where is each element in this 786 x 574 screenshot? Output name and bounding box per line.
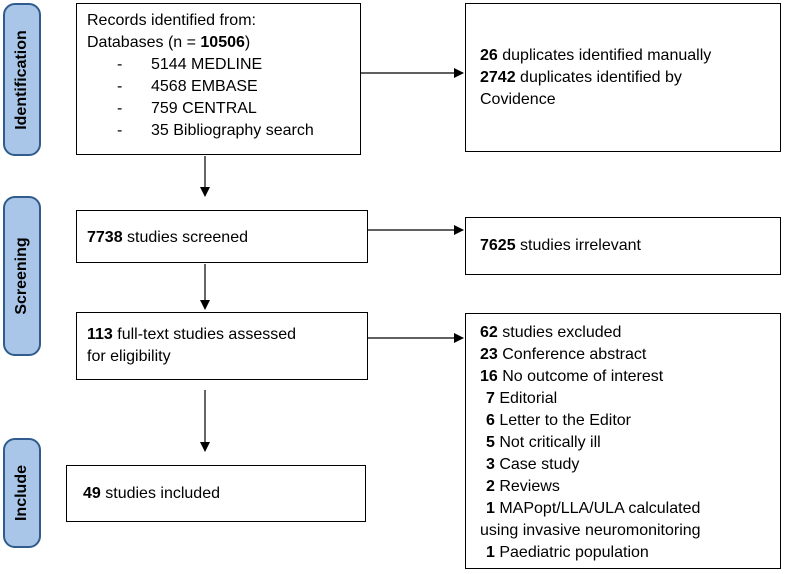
exclusion-reason: 5 Not critically ill <box>486 434 601 451</box>
studies-included-box: 49 studies included <box>66 465 366 522</box>
duplicates-covidence-cont: Covidence <box>480 91 556 108</box>
exclusion-reason: 3 Case study <box>486 456 580 473</box>
duplicates-covidence: 2742 duplicates identified by <box>480 69 682 86</box>
exclusion-reason: 1 MAPopt/LLA/ULA calculated <box>486 500 701 517</box>
studies-excluded-box: 62 studies excluded 23 Conference abstra… <box>465 313 781 569</box>
exclusion-reason: 6 Letter to the Editor <box>486 412 631 429</box>
records-identified-heading: Records identified from: <box>87 12 256 29</box>
studies-screened-text: 7738 studies screened <box>87 229 248 246</box>
phase-include-label: Include <box>3 438 41 548</box>
exclusion-reason: 1 Paediatric population <box>486 544 649 561</box>
fulltext-assessed-box: 113 full-text studies assessed for eligi… <box>76 312 368 380</box>
duplicates-box: 26 duplicates identified manually 2742 d… <box>465 3 781 152</box>
studies-irrelevant-text: 7625 studies irrelevant <box>480 237 641 254</box>
exclusion-reason: 16 No outcome of interest <box>480 368 664 385</box>
exclusion-reason: 2 Reviews <box>486 478 560 495</box>
exclusion-reason-cont: using invasive neuromonitoring <box>480 522 701 539</box>
phase-identification-label: Identification <box>3 3 41 156</box>
fulltext-assessed-text: 113 full-text studies assessed <box>87 326 297 343</box>
studies-screened-box: 7738 studies screened <box>76 210 368 263</box>
excluded-header: 62 studies excluded <box>480 324 622 341</box>
databases-total: Databases (n = 10506) <box>87 34 251 51</box>
fulltext-assessed-text-cont: for eligibility <box>87 348 171 365</box>
source-item: -5144 MEDLINE <box>117 56 263 73</box>
studies-irrelevant-box: 7625 studies irrelevant <box>465 217 781 275</box>
source-item: -759 CENTRAL <box>117 100 257 117</box>
exclusion-reason: 23 Conference abstract <box>480 346 647 363</box>
source-item: -35 Bibliography search <box>117 122 314 139</box>
phase-screening-label: Screening <box>3 196 41 356</box>
duplicates-manual: 26 duplicates identified manually <box>480 47 712 64</box>
records-identified-box: Records identified from: Databases (n = … <box>76 3 361 155</box>
studies-included-text: 49 studies included <box>83 485 220 502</box>
exclusion-reason: 7 Editorial <box>486 390 558 407</box>
source-item: -4568 EMBASE <box>117 78 258 95</box>
